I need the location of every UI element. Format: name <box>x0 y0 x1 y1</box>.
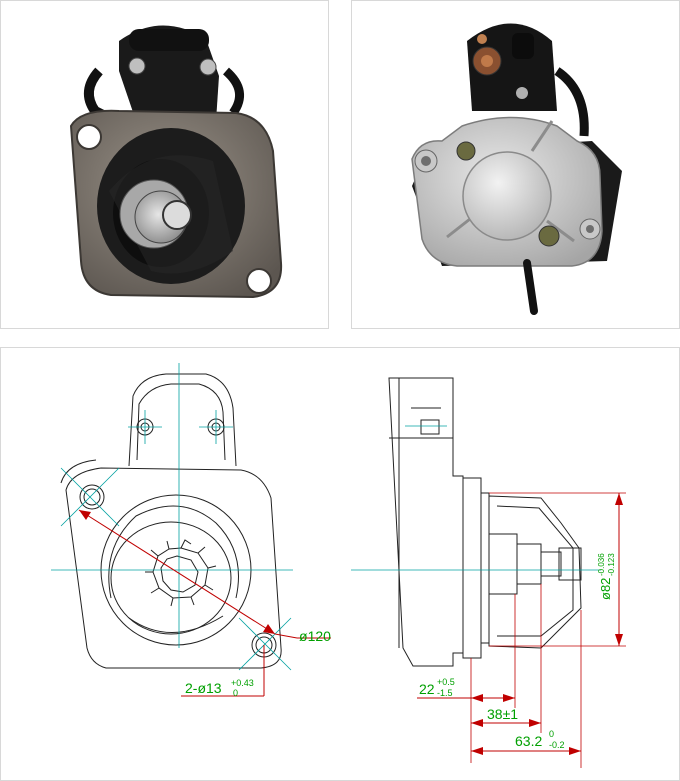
solenoid-stud-right <box>199 58 217 76</box>
end-cap-boss <box>462 151 552 241</box>
lead-wire <box>523 259 538 315</box>
pinion-length-dimension: 38±1 <box>471 584 542 733</box>
shaft-end <box>162 200 192 230</box>
drawing-canvas: ø120 2-ø13 +0.43 0 <box>51 363 626 768</box>
nose-length-tol-lower: -0.2 <box>549 740 565 750</box>
pilot-diameter-tol-lower: -0.123 <box>607 553 616 576</box>
bolt-hole-tol-lower: 0 <box>233 688 238 698</box>
pilot-diameter-tol-upper: -0.036 <box>597 553 606 576</box>
solenoid <box>84 25 245 124</box>
starter-rear-image <box>411 23 622 315</box>
nose-length-label: 63.2 <box>515 733 542 749</box>
flange-diameter-label: ø120 <box>299 628 331 644</box>
pinion-offset-label: 22 <box>419 681 435 697</box>
end-cap <box>411 116 603 267</box>
bolt-hole-dimension: 2-ø13 +0.43 0 <box>181 645 265 698</box>
bolt-hole-tol-upper: +0.43 <box>231 678 254 688</box>
through-bolt-bottom <box>538 225 560 247</box>
pilot-diameter-label: ø82 <box>598 578 613 600</box>
flange-diameter-dimension: ø120 <box>78 509 331 644</box>
pilot-diameter-dimension: ø82 -0.036 -0.123 <box>489 492 626 647</box>
front-view <box>60 373 282 669</box>
pinion-offset-dimension: 22 +0.5 -1.5 <box>417 594 516 763</box>
flange-hole-bottom <box>246 268 272 294</box>
flange-hole-top <box>76 124 102 150</box>
starter-photo-rear <box>351 0 680 329</box>
solenoid-terminals <box>467 23 589 137</box>
through-bolt-top <box>456 141 476 161</box>
pinion-offset-tol-upper: +0.5 <box>437 677 455 687</box>
pinion-length-label: 38±1 <box>487 706 518 722</box>
side-view <box>388 377 582 667</box>
nose-length-tol-upper: 0 <box>549 729 554 739</box>
pinion-drawing <box>145 539 217 607</box>
pinion-offset-tol-lower: -1.5 <box>437 688 453 698</box>
nose-housing <box>97 128 245 284</box>
dimension-drawing: ø120 2-ø13 +0.43 0 <box>0 347 680 781</box>
solenoid-stud-left <box>128 57 146 75</box>
front-centerlines <box>51 363 293 671</box>
starter-photo-front <box>0 0 329 329</box>
starter-front-image <box>69 25 283 299</box>
nose-length-dimension: 63.2 0 -0.2 <box>471 610 582 768</box>
bolt-hole-label: 2-ø13 <box>185 680 222 696</box>
